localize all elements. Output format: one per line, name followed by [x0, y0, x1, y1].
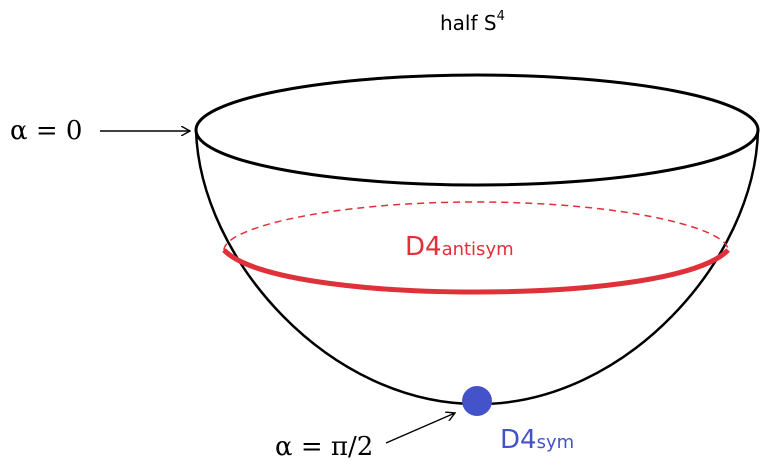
hemisphere-outline — [194, 129, 760, 406]
d4-antisym-sub: antisym — [442, 239, 514, 260]
title-base: half S — [440, 11, 497, 35]
alpha-half-pi-label: α = π/2 — [275, 432, 373, 462]
alpha-zero-label: α = 0 — [10, 116, 82, 146]
d4-sym-main: D4 — [500, 425, 537, 455]
diagram-title: half S4 — [440, 9, 505, 35]
d4-antisym-label: D4antisym — [405, 232, 514, 262]
rim-ellipse — [194, 73, 760, 187]
antisym-circle-back — [223, 201, 729, 251]
alpha-half-pi-arrow — [385, 413, 455, 444]
d4-sym-point — [462, 386, 492, 416]
antisym-circle-front — [222, 248, 730, 295]
title-superscript: 4 — [497, 9, 505, 24]
d4-antisym-main: D4 — [405, 232, 442, 262]
d4-sym-sub: sym — [537, 432, 575, 453]
d4-sym-label: D4sym — [500, 425, 574, 455]
